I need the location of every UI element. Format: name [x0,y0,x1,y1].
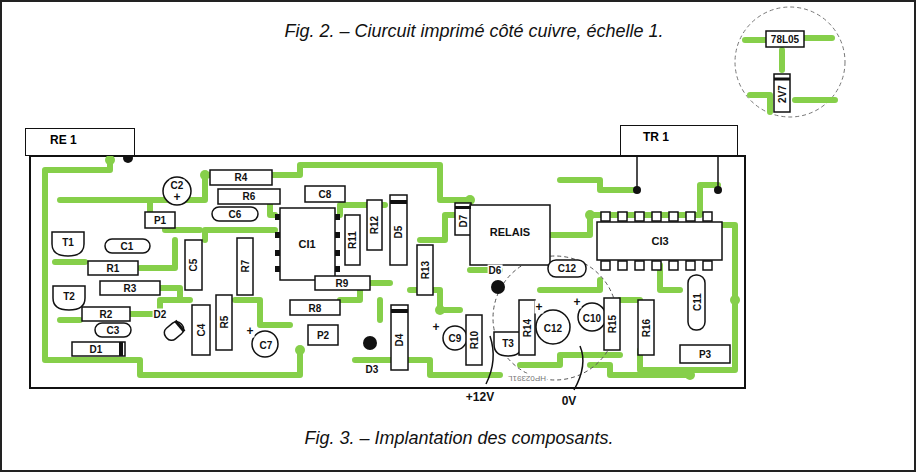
block-label: TR 1 [643,130,737,144]
part-label: R10 [469,330,480,350]
part-label: C10 [582,313,602,324]
part-label: R13 [420,260,431,280]
part-label: R7 [240,259,251,274]
polarity-mark: + [245,325,254,338]
part-label: R12 [369,215,380,235]
part-label: C3 [106,325,121,336]
part-marking: 78L05 [770,34,800,45]
part-label: D6 [488,265,503,276]
part-label: C1 [120,241,135,252]
part-label: R6 [242,191,257,202]
figure-title: Fig. 2. – Ciurcuit imprimé côté cuivre, … [284,20,663,42]
part-label: C2 [170,180,185,191]
part-label: P3 [698,349,712,360]
part-label: R1 [106,263,121,274]
part-label: R14 [522,318,533,338]
part-label: C7 [259,340,274,351]
connector-block: TR 1 [620,125,738,156]
part-label: T2 [62,291,76,302]
part-label: R16 [641,318,652,338]
part-marking: 2V7 [777,84,788,104]
part-label: C11 [692,292,703,312]
part-label: C5 [188,258,199,273]
part-label: D5 [393,225,404,240]
part-label: CI1 [297,238,316,250]
polarity-mark: + [172,191,181,204]
part-label: R2 [99,309,114,320]
part-label: D3 [365,364,380,375]
part-label: T3 [501,338,515,349]
supply-label: +12V [465,391,495,404]
part-label: R8 [308,303,323,314]
polarity-mark: + [572,296,581,309]
part-label: D4 [394,333,405,348]
part-label: CI3 [650,235,669,247]
part-label: C12 [557,263,577,274]
supply-label: 0V [561,395,578,408]
part-label: D7 [458,214,469,229]
part-label: R5 [219,315,230,330]
connector-block: RE 1 [25,128,135,156]
part-label: C12 [543,323,563,334]
polarity-mark: + [431,321,440,334]
part-label: R9 [335,278,350,289]
block-label: RE 1 [50,133,134,147]
part-label: C8 [318,189,333,200]
figure-caption: Fig. 3. – Implantation des composants. [304,427,613,449]
watermark: HP02391L [507,374,547,383]
part-label: R3 [123,283,138,294]
part-label: T1 [61,237,75,248]
part-label: R4 [234,172,249,183]
part-label: C9 [448,333,463,344]
part-label: P2 [316,330,330,341]
polarity-mark: + [534,301,543,314]
part-label: D1 [89,344,104,355]
part-label: D2 [153,309,168,320]
part-label: P1 [153,215,167,226]
part-label: RELAIS [489,226,531,238]
part-label: C6 [228,209,243,220]
part-label: R15 [607,314,618,334]
part-label: C4 [196,323,207,338]
part-label: R11 [347,230,358,250]
